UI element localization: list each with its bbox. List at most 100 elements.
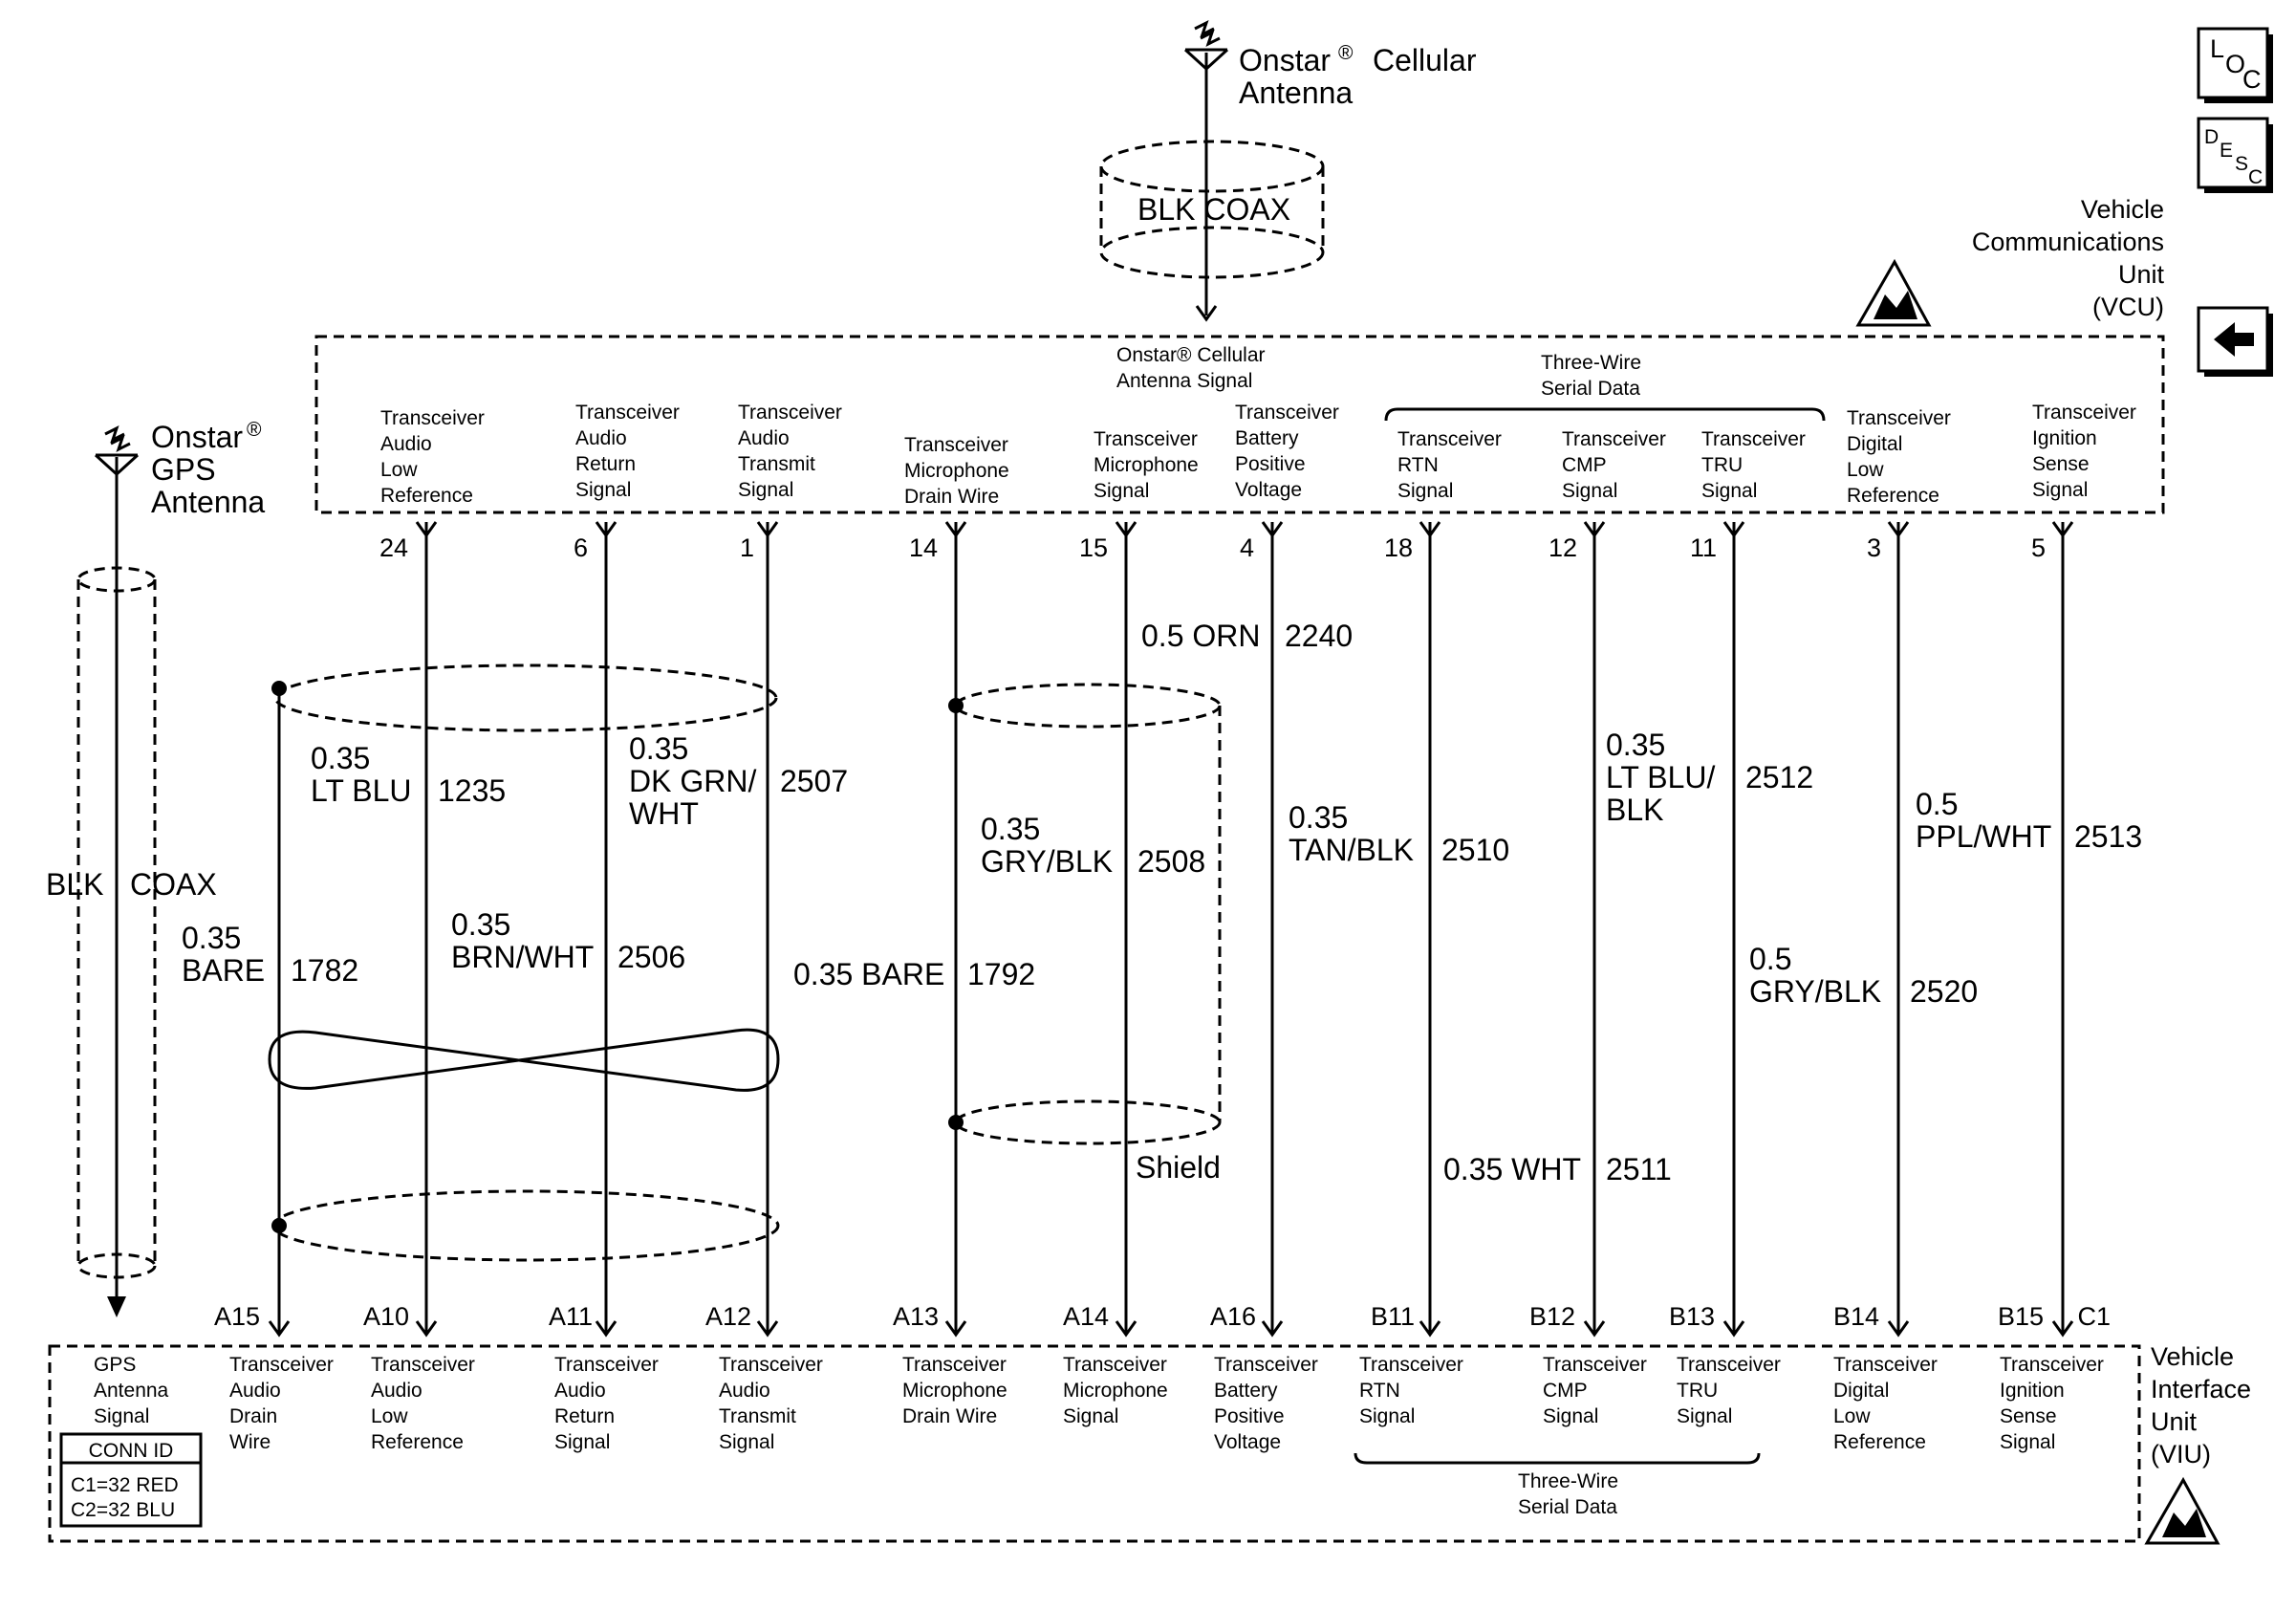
wire-color: GRY/BLK	[981, 844, 1113, 879]
left-arrow-icon	[2214, 322, 2254, 357]
viu-a11-desc-1: Transceiver	[554, 1354, 659, 1376]
cellular-antenna-line2: Antenna	[1239, 76, 1353, 110]
vcu-cellular-signal-line2: Antenna Signal	[1116, 370, 1252, 392]
viu-pin-number: B11	[1371, 1302, 1415, 1331]
viu-a15-desc-3: Drain	[229, 1405, 277, 1427]
wire-circuit: 2511	[1606, 1152, 1672, 1186]
vcu-pin14-desc-3: Drain Wire	[904, 486, 999, 508]
viu-pin-number: A15	[214, 1302, 260, 1331]
vcu-pin18-desc-3: Signal	[1397, 480, 1453, 502]
conn-id-title: CONN ID	[89, 1440, 174, 1462]
vcu-three-wire-brace	[1384, 407, 1826, 422]
vcu-pin12-desc-3: Signal	[1562, 480, 1617, 502]
vcu-pin24-desc-4: Reference	[380, 485, 473, 507]
viu-a12-desc-3: Transmit	[719, 1405, 796, 1427]
viu-pin-number: B13	[1669, 1302, 1715, 1331]
wire-gauge: 0.35 BARE	[793, 957, 944, 991]
viu-b12-desc-1: Transceiver	[1543, 1354, 1647, 1376]
vcu-three-wire-line2: Serial Data	[1541, 378, 1640, 400]
wire-gauge: 0.35	[629, 731, 688, 766]
viu-connector-marks	[268, 1320, 2074, 1338]
vcu-pin5-desc-4: Signal	[2032, 479, 2088, 501]
viu-three-wire-brace	[1354, 1452, 1761, 1465]
gps-antenna-line1: Onstar	[151, 420, 243, 454]
vcu-pin15-desc-3: Signal	[1094, 480, 1149, 502]
vcu-pin15-desc-1: Transceiver	[1094, 428, 1198, 450]
wire-circuit: 2240	[1285, 619, 1353, 653]
viu-pin-number: A14	[1063, 1302, 1109, 1331]
viu-a10-desc-3: Low	[371, 1405, 408, 1427]
cellular-antenna-reg: ®	[1338, 42, 1354, 64]
wire-gauge: 0.5	[1916, 787, 1958, 821]
wire-color: DK GRN/	[629, 764, 756, 798]
wire-circuit: 1235	[438, 773, 506, 808]
vcu-pin6-desc-2: Audio	[575, 427, 627, 449]
esd-warning-icon	[1855, 258, 1932, 327]
vcu-pin11-desc-3: Signal	[1701, 480, 1757, 502]
vcu-pin24-desc-1: Transceiver	[380, 407, 485, 429]
viu-b13-desc-3: Signal	[1677, 1405, 1732, 1427]
audio-shield	[268, 664, 780, 1262]
vcu-pin6-desc-4: Signal	[575, 479, 631, 501]
vcu-pin-number: 18	[1384, 533, 1413, 562]
wire-color: PPL/WHT	[1916, 819, 2051, 854]
viu-a11-desc-4: Signal	[554, 1431, 610, 1453]
vcu-pin1-desc-3: Transmit	[738, 453, 815, 475]
viu-pin-number: A10	[363, 1302, 409, 1331]
vcu-connector-marks	[415, 521, 2074, 538]
viu-box	[48, 1344, 2141, 1543]
viu-pin-number: B14	[1833, 1302, 1879, 1331]
esd-warning-icon	[2144, 1476, 2220, 1545]
vcu-pin1-desc-1: Transceiver	[738, 402, 842, 424]
wire-gauge: 0.35	[981, 812, 1040, 846]
vcu-pin3-desc-4: Reference	[1847, 485, 1939, 507]
gps-antenna-line2: GPS	[151, 452, 216, 487]
vcu-pin4-desc-1: Transceiver	[1235, 402, 1339, 424]
vcu-module: Onstar® Cellular Antenna Signal Three-Wi…	[314, 195, 2165, 514]
viu-pin-numbers: A15 A10 A11 A12 A13 A14 A16 B11 B12 B13 …	[214, 1302, 2111, 1331]
wire-circuit: 2506	[617, 940, 685, 974]
viu-name-line2: Interface	[2151, 1375, 2251, 1403]
gps-antenna: Onstar ® GPS Antenna BLK COAX	[46, 419, 265, 1317]
gps-connector-mark	[107, 1296, 126, 1317]
viu-a10-desc-2: Audio	[371, 1380, 422, 1402]
viu-b14-desc-2: Digital	[1833, 1380, 1889, 1402]
viu-a11-desc-2: Audio	[554, 1380, 606, 1402]
gps-coax-color: BLK	[46, 867, 103, 902]
vcu-pin5-desc-2: Ignition	[2032, 427, 2097, 449]
viu-a16-desc-4: Voltage	[1214, 1431, 1281, 1453]
viu-a16-desc-3: Positive	[1214, 1405, 1285, 1427]
vcu-pin4-desc-3: Positive	[1235, 453, 1306, 475]
viu-a12-desc-1: Transceiver	[719, 1354, 823, 1376]
wire-color: GRY/BLK	[1749, 974, 1881, 1009]
back-button[interactable]	[2197, 306, 2273, 377]
viu-a10-desc-1: Transceiver	[371, 1354, 475, 1376]
viu-three-wire-line1: Three-Wire	[1518, 1470, 1618, 1492]
vcu-pin-number: 1	[740, 533, 754, 562]
vcu-pin5-desc-1: Transceiver	[2032, 402, 2136, 424]
wire-gauge: 0.35	[1606, 728, 1665, 762]
viu-b15-desc-2: Ignition	[2000, 1380, 2065, 1402]
vcu-name-line1: Vehicle	[2081, 195, 2164, 224]
vcu-pin11-desc-1: Transceiver	[1701, 428, 1806, 450]
viu-b14-desc-3: Low	[1833, 1405, 1871, 1427]
vcu-pin-number: 15	[1079, 533, 1108, 562]
conn-id-c1: C1=32 RED	[71, 1474, 179, 1496]
vcu-pin24-desc-3: Low	[380, 459, 418, 481]
viu-a12-desc-2: Audio	[719, 1380, 770, 1402]
vcu-pin-number: 11	[1690, 533, 1717, 562]
conn-id-table: CONN ID C1=32 RED C2=32 BLU	[59, 1432, 203, 1528]
vcu-pin12-desc-2: CMP	[1562, 454, 1607, 476]
desc-button[interactable]: D E S C	[2197, 117, 2273, 193]
viu-b11-desc-3: Signal	[1359, 1405, 1415, 1427]
viu-a12-desc-4: Signal	[719, 1431, 774, 1453]
viu-b11-desc-2: RTN	[1359, 1380, 1400, 1402]
wire-color: TAN/BLK	[1289, 833, 1414, 867]
wire-circuit: 2513	[2074, 819, 2142, 854]
wire-color: BRN/WHT	[451, 940, 594, 974]
loc-button[interactable]: L O C	[2197, 27, 2273, 103]
viu-pin-number: B12	[1529, 1302, 1575, 1331]
viu-b12-desc-3: Signal	[1543, 1405, 1598, 1427]
wire-circuit: 2510	[1441, 833, 1509, 867]
wire-gauge: 0.5	[1749, 942, 1791, 976]
